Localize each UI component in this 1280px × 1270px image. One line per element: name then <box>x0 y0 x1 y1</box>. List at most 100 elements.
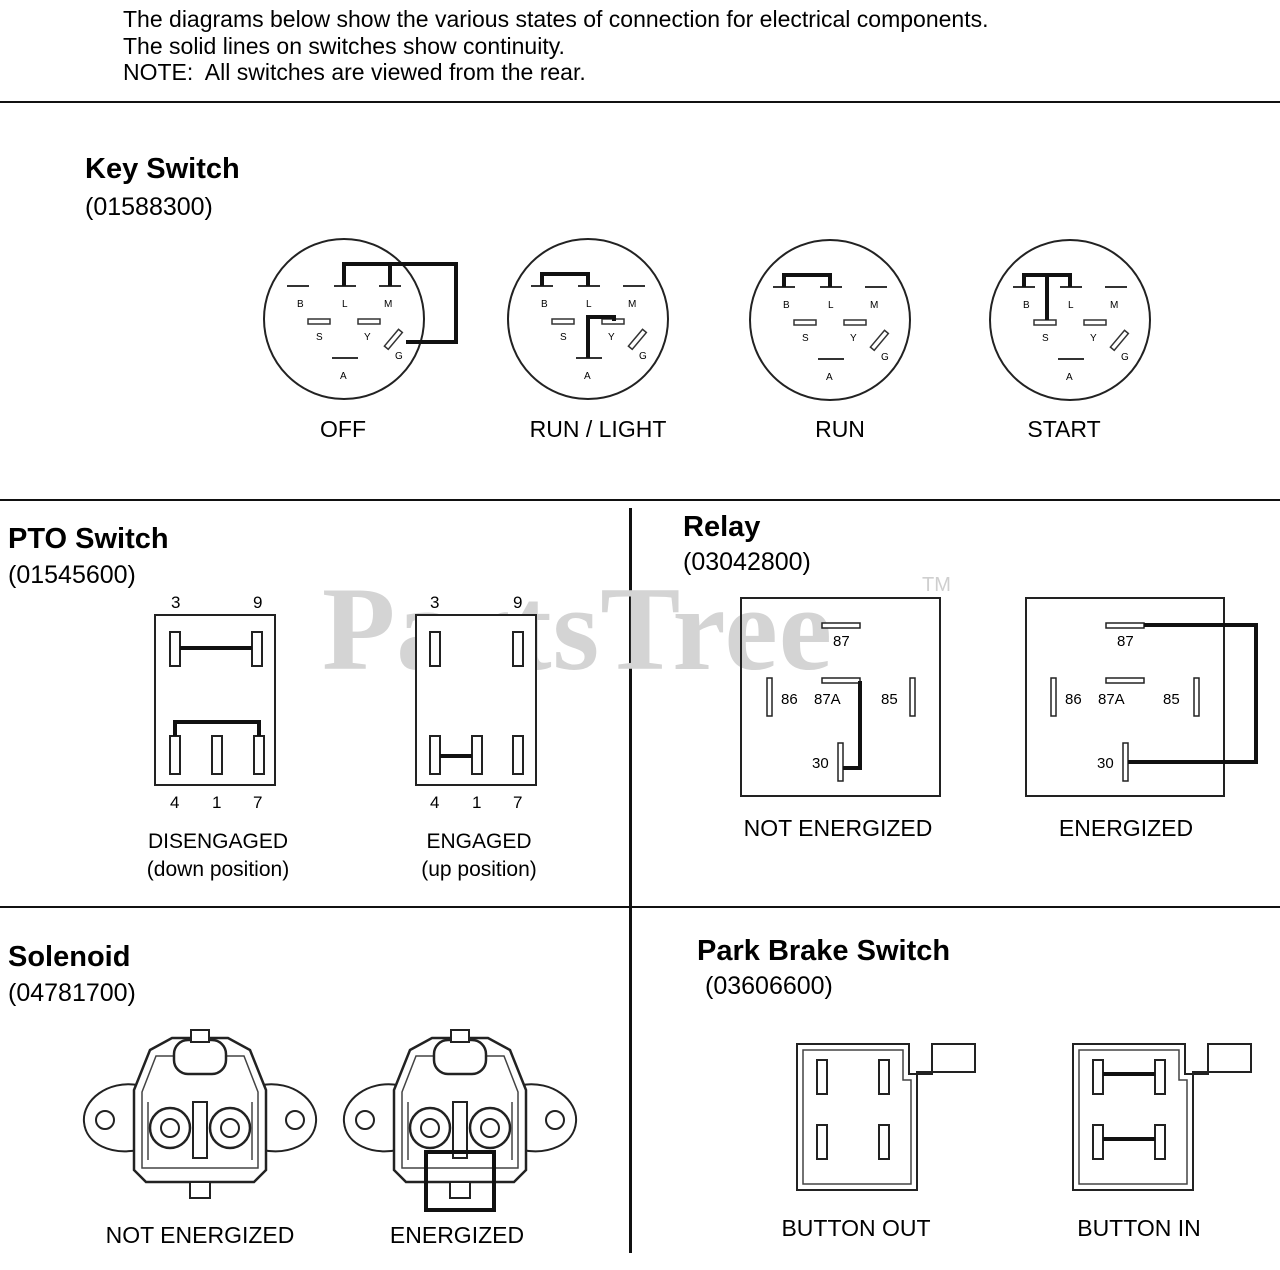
ks-runlight-label-y: Y <box>608 332 615 343</box>
ks-runlight-continuity-ay <box>586 315 616 358</box>
relay-title: Relay <box>683 511 761 543</box>
relay-ne-label-87a: 87A <box>814 691 841 708</box>
relay-e-label-87: 87 <box>1117 633 1134 650</box>
ks-start-label-l: L <box>1068 300 1074 311</box>
pto-switch-title: PTO Switch <box>8 523 169 555</box>
solenoid-state-energized: ENERGIZED <box>389 1222 525 1248</box>
ks-start-label-y: Y <box>1090 333 1097 344</box>
pto-engaged-diagram: 3 9 4 1 7 <box>415 593 537 812</box>
ks-runlight-label-a: A <box>584 371 591 382</box>
relay-e-label-85: 85 <box>1163 691 1180 708</box>
watermark-trademark: TM <box>922 574 951 596</box>
ks-start-label-m: M <box>1110 300 1118 311</box>
ks-run-label-l: L <box>828 300 834 311</box>
relay-e-continuity-87-30 <box>1128 623 1258 764</box>
ks-runlight-label-m: M <box>628 299 636 310</box>
pto-switch-part-number: (01545600) <box>8 561 136 589</box>
pto-dis-label-9: 9 <box>253 593 262 612</box>
intro-line-2: The solid lines on switches show continu… <box>123 32 565 59</box>
ks-off-label-b: B <box>297 299 304 310</box>
relay-state-not-energized: NOT ENERGIZED <box>743 815 933 841</box>
park-brake-state-button-out: BUTTON OUT <box>781 1215 931 1241</box>
ks-run-label-m: M <box>870 300 878 311</box>
park-brake-button-in-diagram <box>1072 1043 1252 1191</box>
key-switch-run-light-diagram: B L M S Y G A <box>507 238 669 400</box>
key-switch-run-diagram: B L M S Y G A <box>749 239 911 401</box>
solenoid-energized-continuity <box>424 1150 496 1212</box>
pto-eng-label-1: 1 <box>472 793 481 812</box>
intro-text: The diagrams below show the various stat… <box>123 6 989 86</box>
key-switch-title: Key Switch <box>85 153 240 185</box>
relay-e-label-86: 86 <box>1065 691 1082 708</box>
ks-runlight-label-s: S <box>560 332 567 343</box>
solenoid-part-number: (04781700) <box>8 979 136 1007</box>
pto-state-engaged: ENGAGED <box>426 830 532 853</box>
relay-not-energized-diagram: 87 86 87A 85 30 <box>740 597 941 797</box>
relay-ne-label-30: 30 <box>812 755 829 772</box>
key-switch-start-diagram: B L M S Y G A <box>989 239 1151 401</box>
key-switch-state-off: OFF <box>320 416 366 442</box>
divider-lower <box>0 906 1280 908</box>
relay-state-energized: ENERGIZED <box>1058 815 1194 841</box>
ks-runlight-label-b: B <box>541 299 548 310</box>
key-switch-part-number: (01588300) <box>85 193 213 221</box>
park-brake-diagrams <box>796 1043 1252 1191</box>
solenoid-energized-diagram <box>342 1028 578 1212</box>
pto-dis-label-4: 4 <box>170 793 179 812</box>
relay-energized-diagram: 87 86 87A 85 30 <box>1025 597 1258 797</box>
ks-off-label-y: Y <box>364 332 371 343</box>
divider-vertical <box>629 508 632 1253</box>
key-switch-diagrams: B L M S Y G A B L M S Y G A B L M S Y G … <box>263 238 1151 401</box>
ks-start-continuity-bls <box>1022 273 1072 320</box>
relay-ne-label-86: 86 <box>781 691 798 708</box>
relay-e-label-30: 30 <box>1097 755 1114 772</box>
ks-runlight-label-g: G <box>639 351 647 362</box>
key-switch-state-start: START <box>1027 416 1101 442</box>
intro-line-3: NOTE: All switches are viewed from the r… <box>123 59 586 85</box>
ks-runlight-continuity-bl <box>540 272 590 286</box>
key-switch-state-run-light: RUN / LIGHT <box>529 416 667 442</box>
pto-eng-label-3: 3 <box>430 593 439 612</box>
intro-line-1: The diagrams below show the various stat… <box>123 6 989 32</box>
ks-start-label-g: G <box>1121 352 1129 363</box>
pto-state-disengaged-sub: (down position) <box>146 858 290 881</box>
divider-middle <box>0 499 1280 501</box>
ks-off-label-s: S <box>316 332 323 343</box>
pto-switch-diagrams: 3 9 4 1 7 3 9 4 1 7 <box>154 593 537 812</box>
ks-start-label-b: B <box>1023 300 1030 311</box>
ks-off-label-m: M <box>384 299 392 310</box>
relay-ne-label-85: 85 <box>881 691 898 708</box>
ks-run-continuity-bl <box>782 273 832 287</box>
relay-e-label-87a: 87A <box>1098 691 1125 708</box>
solenoid-diagrams <box>82 1028 578 1212</box>
pto-dis-label-1: 1 <box>212 793 221 812</box>
relay-ne-label-87: 87 <box>833 633 850 650</box>
ks-run-label-b: B <box>783 300 790 311</box>
ks-off-continuity-lm <box>342 262 392 286</box>
solenoid-state-not-energized: NOT ENERGIZED <box>105 1222 295 1248</box>
park-brake-part-number: (03606600) <box>705 972 833 1000</box>
relay-ne-continuity-87a-30 <box>843 681 862 770</box>
ks-off-label-l: L <box>342 299 348 310</box>
park-brake-title: Park Brake Switch <box>697 935 951 967</box>
key-switch-off-diagram: B L M S Y G A <box>263 238 458 400</box>
ks-start-label-s: S <box>1042 333 1049 344</box>
solenoid-title: Solenoid <box>8 941 131 973</box>
relay-diagrams: 87 86 87A 85 30 87 86 87A 85 30 <box>740 597 1258 797</box>
pto-dis-label-3: 3 <box>171 593 180 612</box>
pto-disengaged-diagram: 3 9 4 1 7 <box>154 593 276 812</box>
ks-run-label-a: A <box>826 372 833 383</box>
ks-run-label-y: Y <box>850 333 857 344</box>
ks-off-label-g: G <box>395 351 403 362</box>
key-switch-state-run: RUN <box>815 416 865 442</box>
ks-start-label-a: A <box>1066 372 1073 383</box>
watermark-logo: PartsTree <box>322 562 833 695</box>
ks-off-label-a: A <box>340 371 347 382</box>
pto-eng-label-4: 4 <box>430 793 439 812</box>
solenoid-not-energized-diagram <box>82 1028 318 1200</box>
pto-state-disengaged: DISENGAGED <box>147 830 289 853</box>
pto-eng-label-7: 7 <box>513 793 522 812</box>
pto-state-engaged-sub: (up position) <box>421 858 537 881</box>
pto-dis-label-7: 7 <box>253 793 262 812</box>
ks-runlight-label-l: L <box>586 299 592 310</box>
